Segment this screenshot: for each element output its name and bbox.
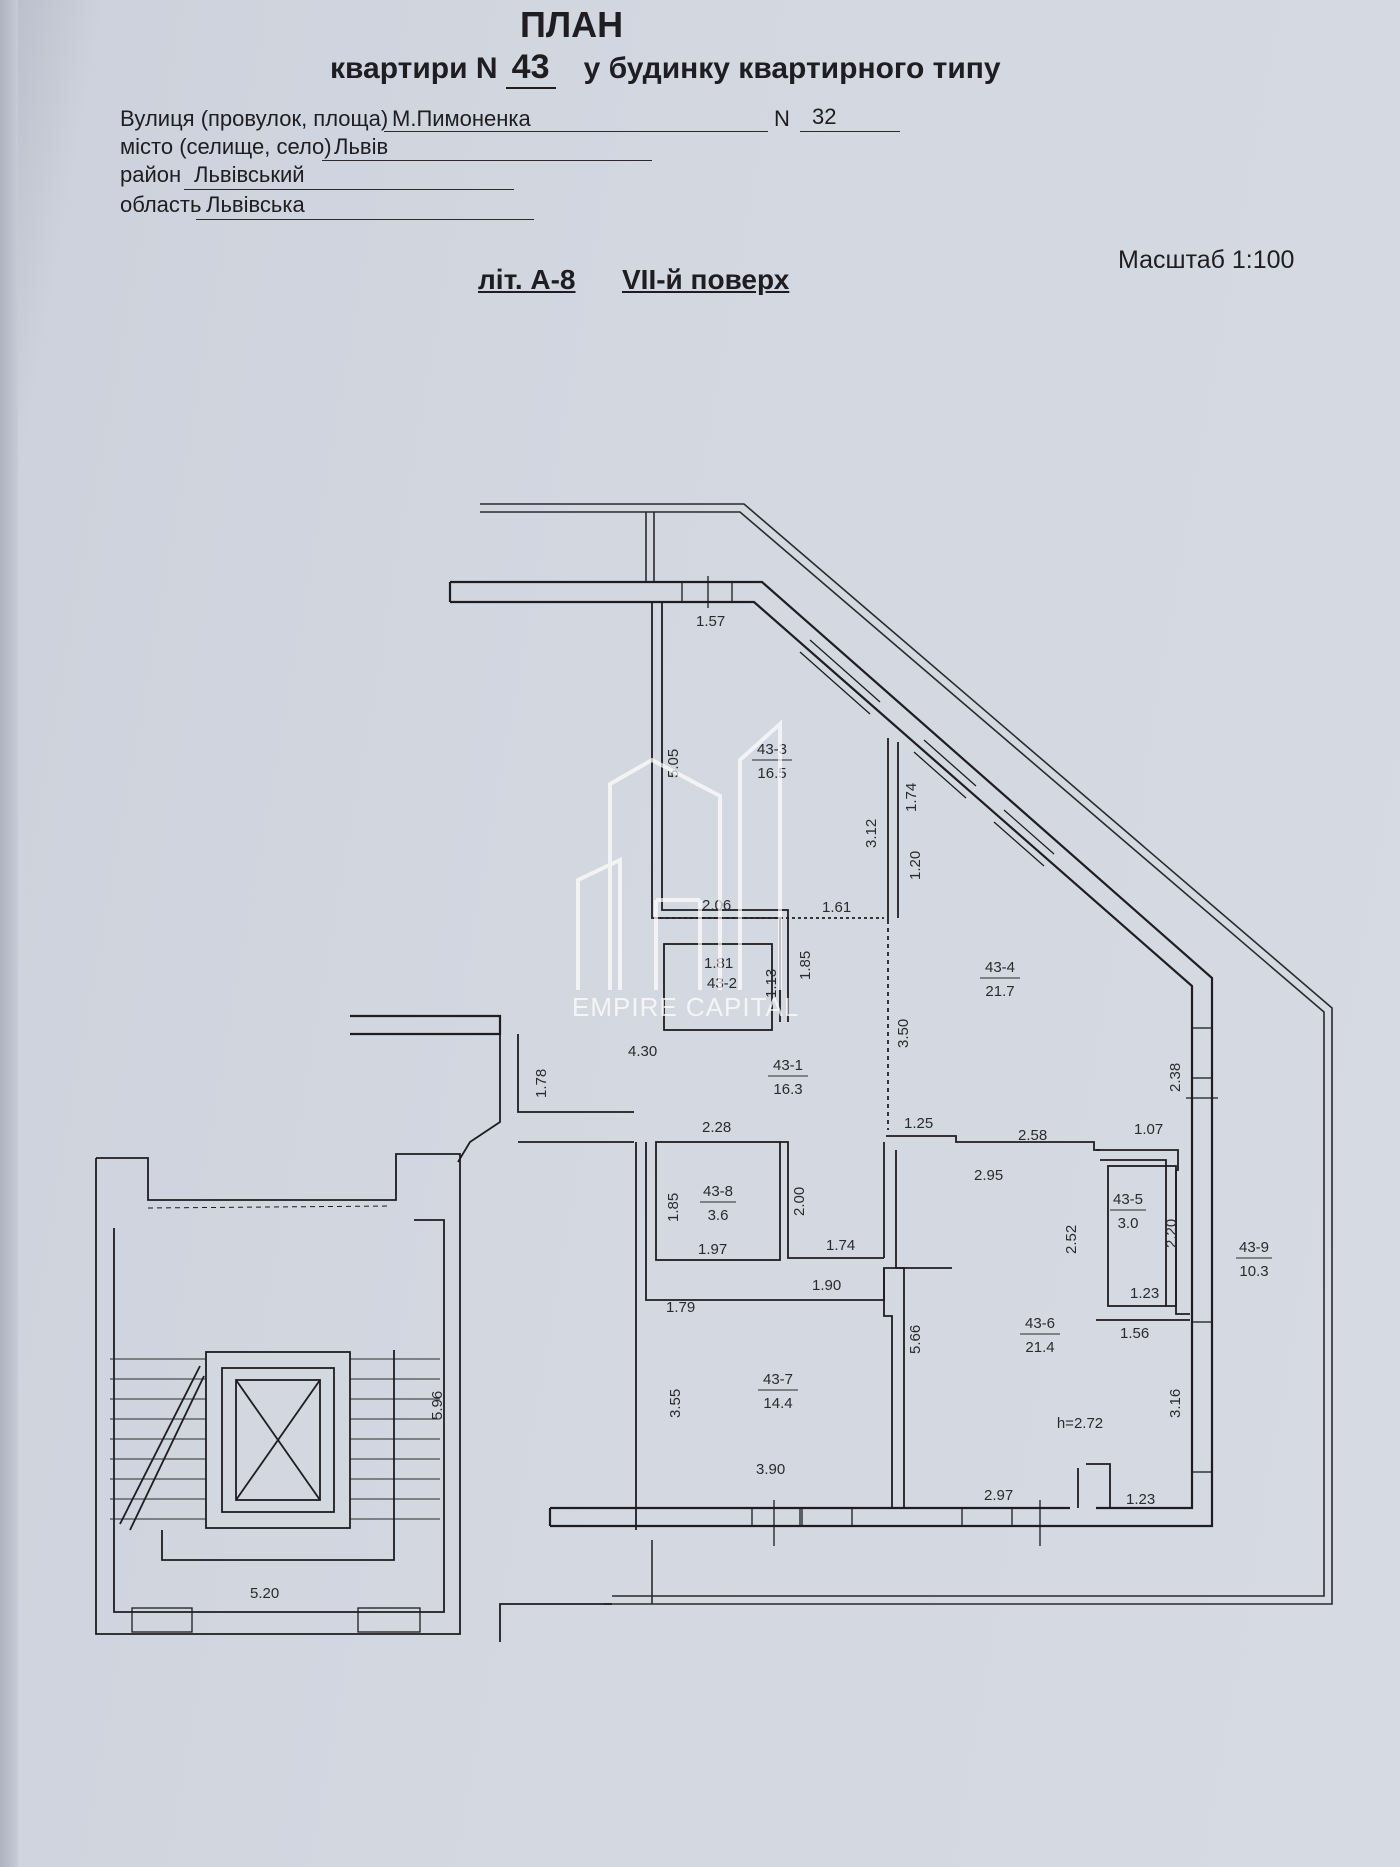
room-id: 43-8 <box>703 1183 733 1200</box>
district-value: Львівський <box>194 162 305 187</box>
dim-label: 4.30 <box>628 1043 657 1060</box>
room-43-8: 43-8 3.6 <box>700 1183 736 1224</box>
room-area: 16.3 <box>773 1081 802 1098</box>
subtitle-suffix: у будинку квартирного типу <box>583 52 1001 85</box>
room-area: 3.6 <box>708 1207 729 1224</box>
city-label: місто (селище, село) <box>120 134 332 159</box>
dim-label: 1.13 <box>763 969 780 998</box>
dim-label: 2.95 <box>974 1167 1003 1184</box>
dim-label: 1.79 <box>666 1299 695 1316</box>
dim-label: 1.07 <box>1134 1121 1163 1138</box>
room-43-6: 43-6 21.4 <box>1020 1315 1060 1356</box>
street-underline <box>384 131 768 132</box>
region-value: Львівська <box>206 192 305 217</box>
room-area: 3.0 <box>1118 1215 1139 1232</box>
dim-label: 2.00 <box>791 1187 808 1216</box>
floor-level: VII-й поверх <box>622 264 790 295</box>
room-id: 43-6 <box>1025 1315 1055 1332</box>
district-label: район <box>120 162 182 187</box>
room-id: 43-9 <box>1239 1239 1269 1256</box>
room-43-9: 43-9 10.3 <box>1236 1239 1272 1280</box>
street-label: Вулиця (провулок, площа) <box>120 106 389 131</box>
dim-label: 1.25 <box>904 1115 933 1132</box>
dim-label: 1.90 <box>812 1277 841 1294</box>
dim-label: 5.66 <box>907 1325 924 1354</box>
room-area: 10.3 <box>1239 1263 1268 1280</box>
watermark-logo-icon <box>576 719 782 990</box>
room-area: 14.4 <box>763 1395 792 1412</box>
dim-label: 1.61 <box>822 899 851 916</box>
scale-label: Масштаб 1:100 <box>1118 246 1295 274</box>
dim-label: 2.06 <box>702 897 731 914</box>
room-area: 21.7 <box>985 983 1014 1000</box>
room-43-4: 43-4 21.7 <box>980 959 1020 1000</box>
dim-label: 3.12 <box>863 819 880 848</box>
dim-label: 1.85 <box>665 1193 682 1222</box>
dim-label: 1.57 <box>696 613 725 630</box>
dim-label: 1.23 <box>1126 1491 1155 1508</box>
street-value: М.Пимоненка <box>392 106 531 131</box>
dim-label: 1.74 <box>826 1237 855 1254</box>
room-id: 43-1 <box>773 1057 803 1074</box>
dim-label: 2.52 <box>1063 1225 1080 1254</box>
dim-label: 2.28 <box>702 1119 731 1136</box>
dim-label: 2.20 <box>1163 1219 1180 1248</box>
room-id: 43-7 <box>763 1371 793 1388</box>
room-43-3: 43-3 16.5 <box>752 741 792 782</box>
city-value: Львів <box>334 134 389 159</box>
room-43-7: 43-7 14.4 <box>758 1371 798 1412</box>
building-letter: літ. А-8 <box>478 264 576 295</box>
dim-label: 3.55 <box>667 1389 684 1418</box>
dim-label: 3.16 <box>1167 1389 1184 1418</box>
dim-label: 1.74 <box>903 783 920 812</box>
district-underline <box>184 189 514 190</box>
dimension-labels: 1.57 5.05 3.12 1.74 1.20 2.06 1.61 1.81 … <box>250 613 1184 1602</box>
subtitle-prefix: квартири N <box>330 52 498 85</box>
room-43-1: 43-1 16.3 <box>768 1057 808 1098</box>
room-id: 43-4 <box>985 959 1015 976</box>
stairwell <box>95 1153 612 1642</box>
number-value: 32 <box>812 104 837 129</box>
city-underline <box>322 160 652 161</box>
windows <box>131 576 1218 1633</box>
dim-label: 3.90 <box>756 1461 785 1478</box>
dim-label: 2.38 <box>1167 1063 1184 1092</box>
watermark: EMPIRE CAPITAL <box>572 719 799 1022</box>
dim-label: 2.97 <box>984 1487 1013 1504</box>
room-labels: 43-3 16.5 43-2 43-4 21.7 43-1 16.3 43-8 … <box>700 741 1272 1432</box>
dim-label: 3.50 <box>895 1019 912 1048</box>
dim-label: 1.97 <box>698 1241 727 1258</box>
dim-label: 2.58 <box>1018 1127 1047 1144</box>
balcony-outline <box>480 503 1333 1605</box>
room-id: 43-5 <box>1113 1191 1143 1208</box>
dim-label: 1.85 <box>797 951 814 980</box>
region-label: область <box>120 192 202 217</box>
watermark-text: EMPIRE CAPITAL <box>572 992 799 1022</box>
ceiling-height: h=2.72 <box>1057 1415 1103 1432</box>
document-title: ПЛАН <box>520 4 624 45</box>
number-underline <box>800 131 900 132</box>
room-area: 16.5 <box>757 765 786 782</box>
room-43-5: 43-5 3.0 <box>1110 1191 1146 1232</box>
apartment-number: 43 <box>505 48 556 89</box>
region-underline <box>196 219 534 220</box>
room-id: 43-3 <box>757 741 787 758</box>
dim-label: 1.78 <box>533 1069 550 1098</box>
dim-label: 1.20 <box>907 851 924 880</box>
dim-label: 5.96 <box>429 1391 446 1420</box>
room-area: 21.4 <box>1025 1339 1054 1356</box>
dim-label: 1.23 <box>1130 1285 1159 1302</box>
interior-walls <box>457 602 1190 1530</box>
number-label: N <box>774 106 790 131</box>
dim-label: 1.56 <box>1120 1325 1149 1342</box>
dim-label: 5.20 <box>250 1585 279 1602</box>
page-edge <box>0 0 18 1867</box>
